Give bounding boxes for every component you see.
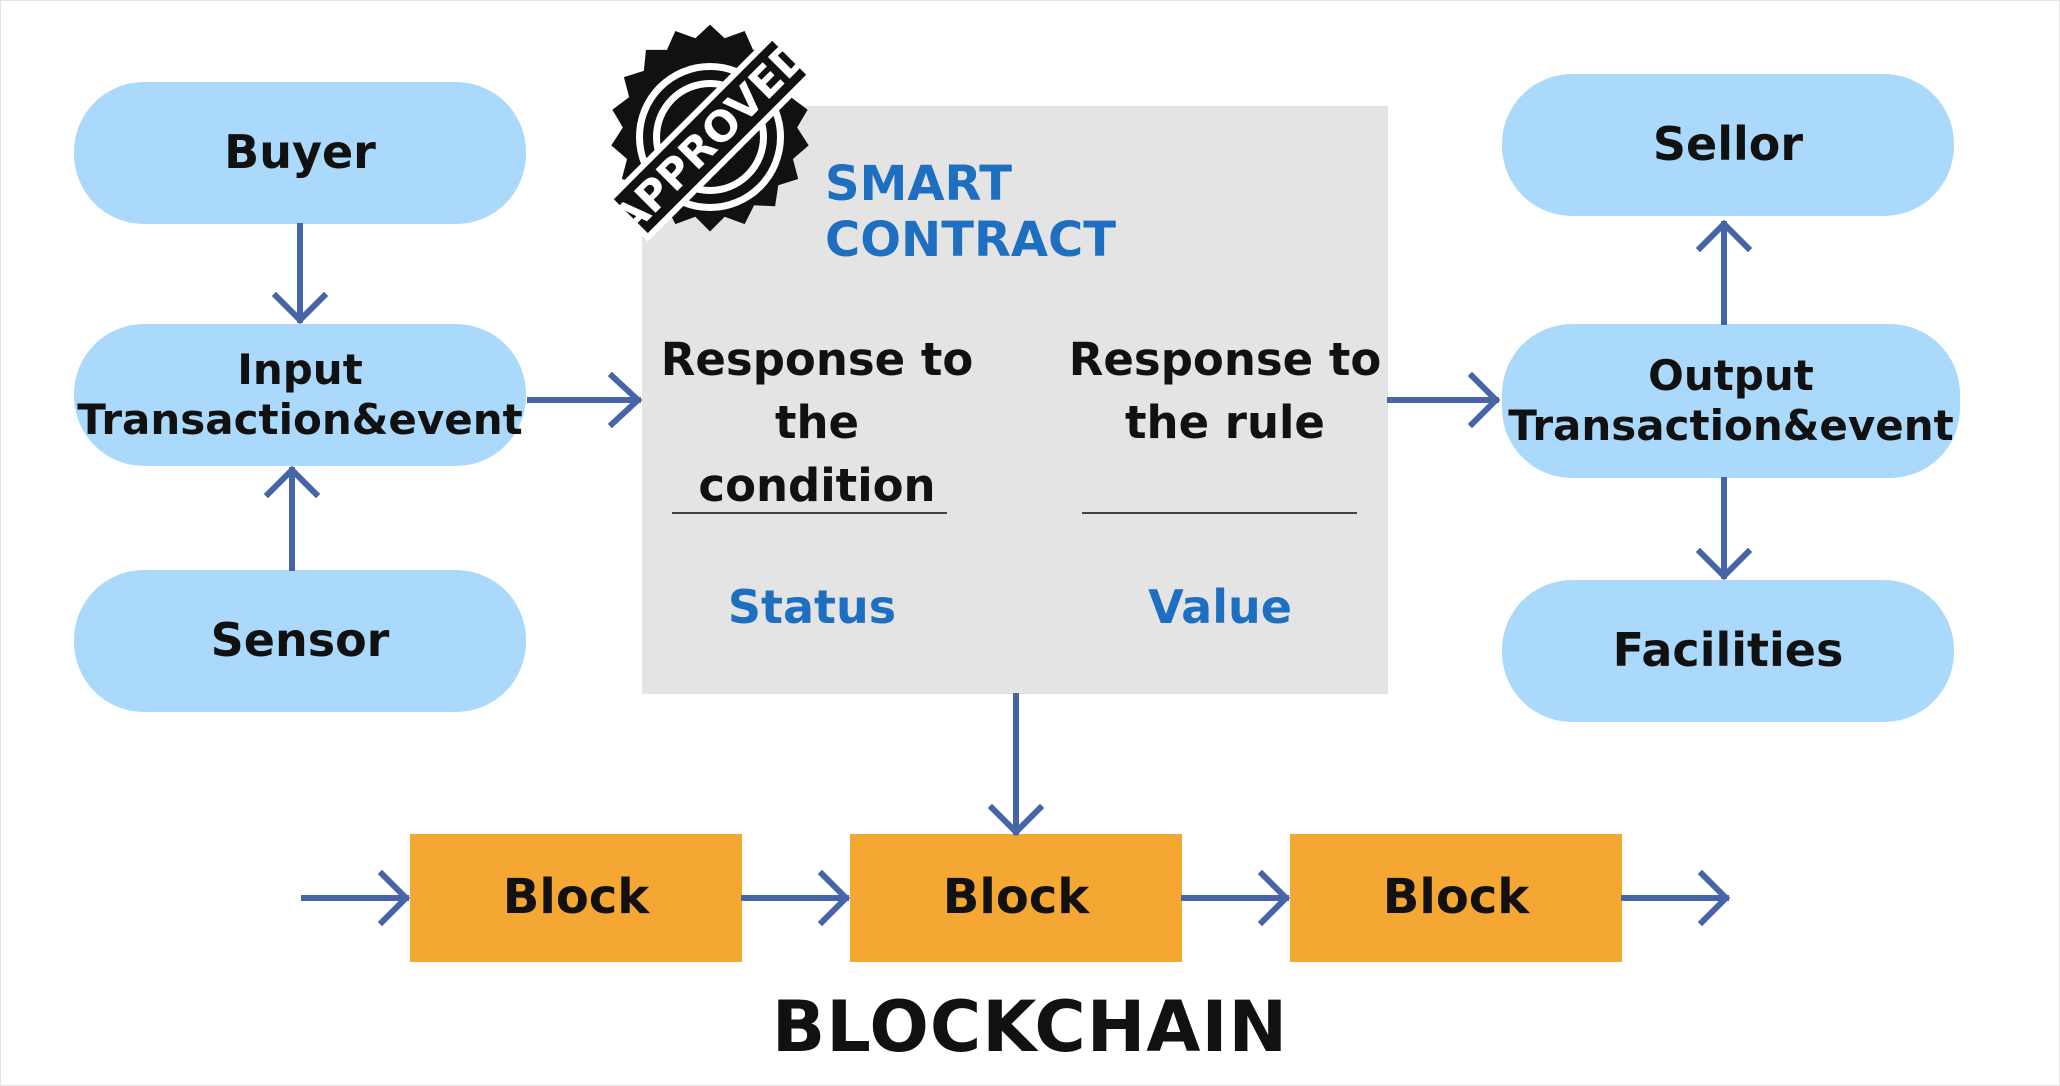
block-2-label: Block: [942, 869, 1090, 926]
response-condition-line1: Response to: [660, 333, 974, 386]
arrow-into-block-1: [301, 869, 411, 927]
status-label: Status: [727, 580, 897, 634]
block-1: Block: [410, 834, 742, 962]
facilities-label: Facilities: [1612, 623, 1844, 678]
seller-label: Sellor: [1652, 117, 1804, 172]
block-1-label: Block: [502, 869, 650, 926]
block-2: Block: [850, 834, 1182, 962]
response-condition-line2: the condition: [698, 396, 936, 512]
output-transaction-node: Output Transaction&event: [1502, 324, 1960, 478]
smart-contract-title: SMART CONTRACT: [825, 156, 1117, 268]
value-label: Value: [1148, 580, 1292, 634]
facilities-node: Facilities: [1502, 580, 1954, 722]
input-transaction-label: Transaction&event: [77, 395, 523, 444]
response-rule-line1: Response to: [1068, 333, 1382, 386]
arrow-contract-to-output: [1387, 371, 1501, 429]
response-rule-line2: the rule: [1125, 396, 1325, 449]
sensor-node: Sensor: [74, 570, 526, 712]
arrow-output-to-facilities: [1695, 477, 1753, 581]
arrow-sensor-to-input: [263, 465, 321, 571]
output-label: Output: [1648, 350, 1814, 400]
buyer-label: Buyer: [224, 125, 376, 180]
input-label: Input: [237, 344, 363, 394]
arrow-buyer-to-input: [271, 223, 329, 325]
arrow-contract-to-block: [987, 693, 1045, 837]
response-condition-text: Response to the condition: [652, 328, 982, 517]
input-transaction-node: Input Transaction&event: [74, 324, 526, 466]
response-rule-text: Response to the rule: [1060, 328, 1390, 454]
rule-divider: [1082, 512, 1357, 514]
arrow-output-to-seller: [1695, 219, 1753, 325]
sensor-label: Sensor: [210, 613, 390, 668]
arrow-out-of-block-3: [1621, 869, 1731, 927]
arrow-block-2-to-block-3: [1181, 869, 1291, 927]
arrow-block-1-to-block-2: [741, 869, 851, 927]
block-3-label: Block: [1382, 869, 1530, 926]
arrow-input-to-contract: [527, 371, 643, 429]
condition-divider: [672, 512, 947, 514]
block-3: Block: [1290, 834, 1622, 962]
seller-node: Sellor: [1502, 74, 1954, 216]
output-transaction-label: Transaction&event: [1508, 401, 1954, 450]
blockchain-title: BLOCKCHAIN: [771, 986, 1289, 1068]
buyer-node: Buyer: [74, 82, 526, 224]
